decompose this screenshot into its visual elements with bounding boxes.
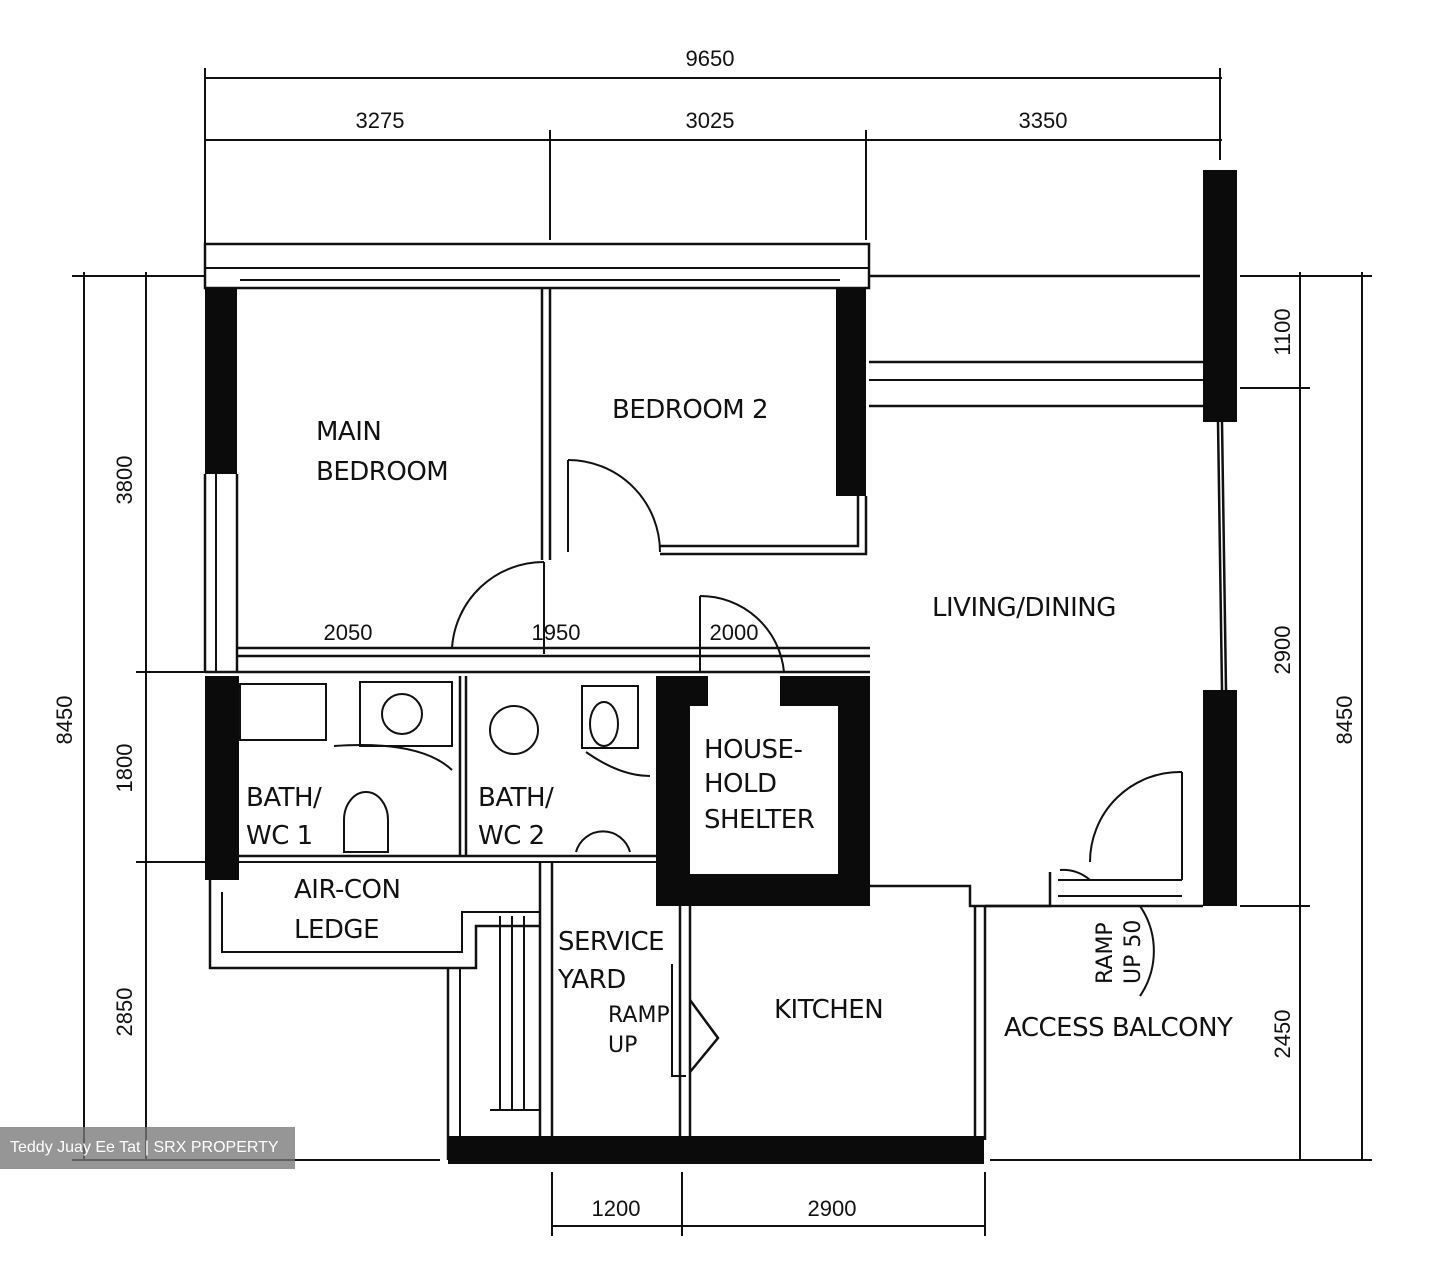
bottom-dimension-lines — [551, 1172, 986, 1236]
label-main-bedroom-1: MAIN — [316, 417, 381, 447]
label-shelter-3: SHELTER — [704, 805, 815, 835]
dim-top-1: 3275 — [356, 108, 405, 133]
label-access-balcony: ACCESS BALCONY — [1004, 1013, 1233, 1043]
label-bath2-2: WC 2 — [478, 821, 545, 851]
fixtures — [239, 681, 651, 853]
walls — [203, 170, 1237, 1164]
label-bath1-2: WC 1 — [246, 821, 313, 851]
label-shelter-1: HOUSE- — [704, 735, 802, 765]
dim-left-total: 8450 — [52, 696, 77, 745]
label-ramp50-1: RAMP — [1093, 922, 1118, 984]
label-bath1-1: BATH/ — [246, 783, 322, 813]
dim-mid-3: 2000 — [710, 620, 759, 645]
dim-right-3: 2450 — [1270, 1010, 1295, 1059]
dim-left-2: 1800 — [112, 744, 137, 793]
dim-bottom-1: 1200 — [592, 1196, 641, 1221]
dim-right-2: 2900 — [1270, 626, 1295, 675]
doors — [451, 459, 1183, 1077]
dim-bottom-2: 2900 — [808, 1196, 857, 1221]
label-bath2-1: BATH/ — [478, 783, 554, 813]
dim-right-1: 1100 — [1270, 308, 1295, 355]
dim-left-3: 2850 — [112, 988, 137, 1037]
dim-top-total: 9650 — [686, 46, 735, 71]
label-ramp-1: RAMP — [608, 1003, 670, 1028]
label-service-2: YARD — [557, 965, 626, 995]
label-ramp-2: UP — [608, 1033, 637, 1058]
label-shelter-2: HOLD — [704, 769, 777, 799]
dim-left-1: 3800 — [112, 456, 137, 505]
label-service-1: SERVICE — [558, 927, 664, 957]
top-window-strip — [203, 242, 1200, 290]
label-aircon-2: LEDGE — [294, 915, 379, 945]
label-living-dining: LIVING/DINING — [932, 593, 1116, 623]
top-dimension-lines — [204, 68, 1222, 250]
label-bedroom-2: BEDROOM 2 — [612, 395, 768, 425]
watermark: Teddy Juay Ee Tat | SRX PROPERTY — [0, 1127, 295, 1169]
dim-top-3: 3350 — [1019, 108, 1068, 133]
dim-right-total: 8450 — [1332, 696, 1357, 745]
label-aircon-1: AIR-CON — [294, 875, 400, 905]
right-dimension-lines — [990, 272, 1372, 1161]
label-ramp50-2: UP 50 — [1121, 920, 1146, 984]
dim-mid-1: 2050 — [324, 620, 373, 645]
label-kitchen: KITCHEN — [774, 995, 883, 1025]
dim-mid-2: 1950 — [532, 620, 581, 645]
dim-top-2: 3025 — [686, 108, 735, 133]
label-main-bedroom-2: BEDROOM — [316, 457, 448, 487]
